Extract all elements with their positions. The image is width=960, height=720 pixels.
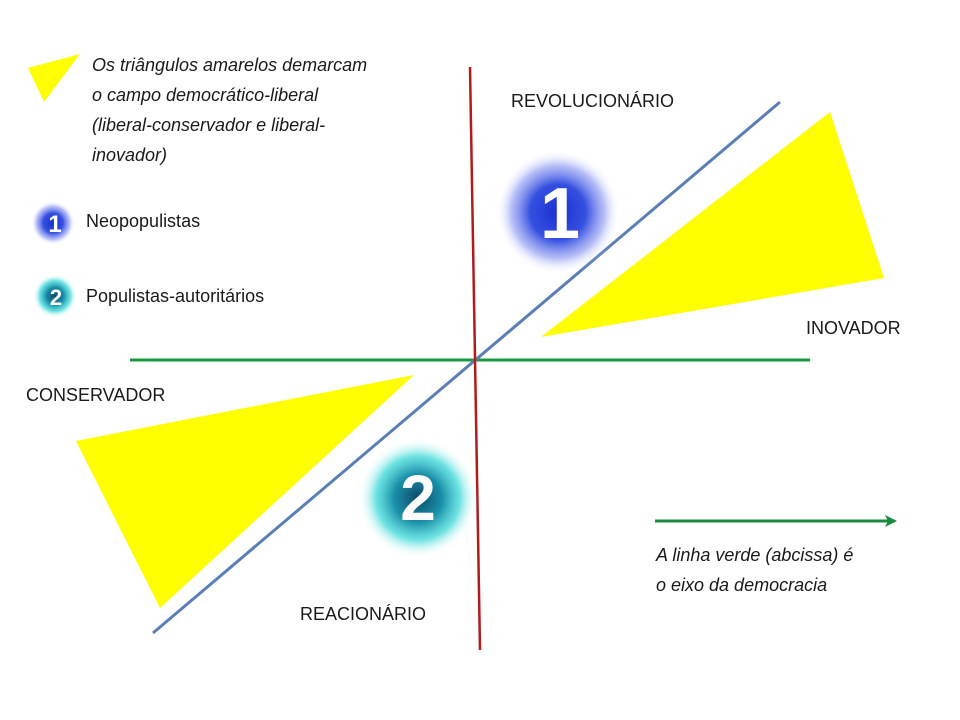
marker-2-number: 2: [400, 462, 436, 534]
legend-marker-2-number: 2: [50, 285, 62, 310]
legend-triangle-icon: [28, 54, 80, 102]
vertical-axis: [468, 66, 482, 651]
marker-1-number: 1: [540, 174, 580, 254]
legend-marker-1-number: 1: [48, 211, 61, 238]
axis-label-top: REVOLUCIONÁRIO: [511, 91, 675, 111]
triangle-legend-line: (liberal-conservador e liberal-: [92, 115, 326, 135]
diagonal-axis: [152, 100, 781, 635]
marker-2-glow: [358, 438, 478, 558]
legend-marker-2: 2: [33, 274, 77, 318]
note-line: o eixo da democracia: [656, 575, 828, 595]
marker-2: 2: [358, 438, 478, 558]
legend-label-populistas-autoritarios: Populistas-autoritários: [86, 286, 265, 306]
note-line: A linha verde (abcissa) é: [656, 545, 854, 565]
liberal-innovator-triangle: [541, 112, 884, 337]
axis-label-bottom: REACIONÁRIO: [300, 604, 427, 624]
marker-1-glow: [496, 150, 620, 274]
triangle-legend-line: inovador): [92, 145, 168, 165]
legend-marker-1: 1: [31, 201, 75, 245]
axis-label-left: CONSERVADOR: [26, 385, 166, 405]
legend-label-neopopulistas: Neopopulistas: [86, 211, 201, 231]
liberal-conservative-triangle: [76, 375, 414, 608]
legend-marker-1-glow: [31, 201, 75, 245]
legend-marker-2-glow: [33, 274, 77, 318]
triangle-legend-line: o campo democrático-liberal: [92, 85, 319, 105]
triangle-legend-text: Os triângulos amarelos demarcam o campo …: [92, 50, 432, 170]
marker-1: 1: [496, 150, 620, 274]
axis-label-right: INOVADOR: [806, 318, 901, 338]
triangle-legend-line: Os triângulos amarelos demarcam: [92, 55, 368, 75]
democracy-axis-note: A linha verde (abcissa) é o eixo da demo…: [656, 540, 936, 600]
